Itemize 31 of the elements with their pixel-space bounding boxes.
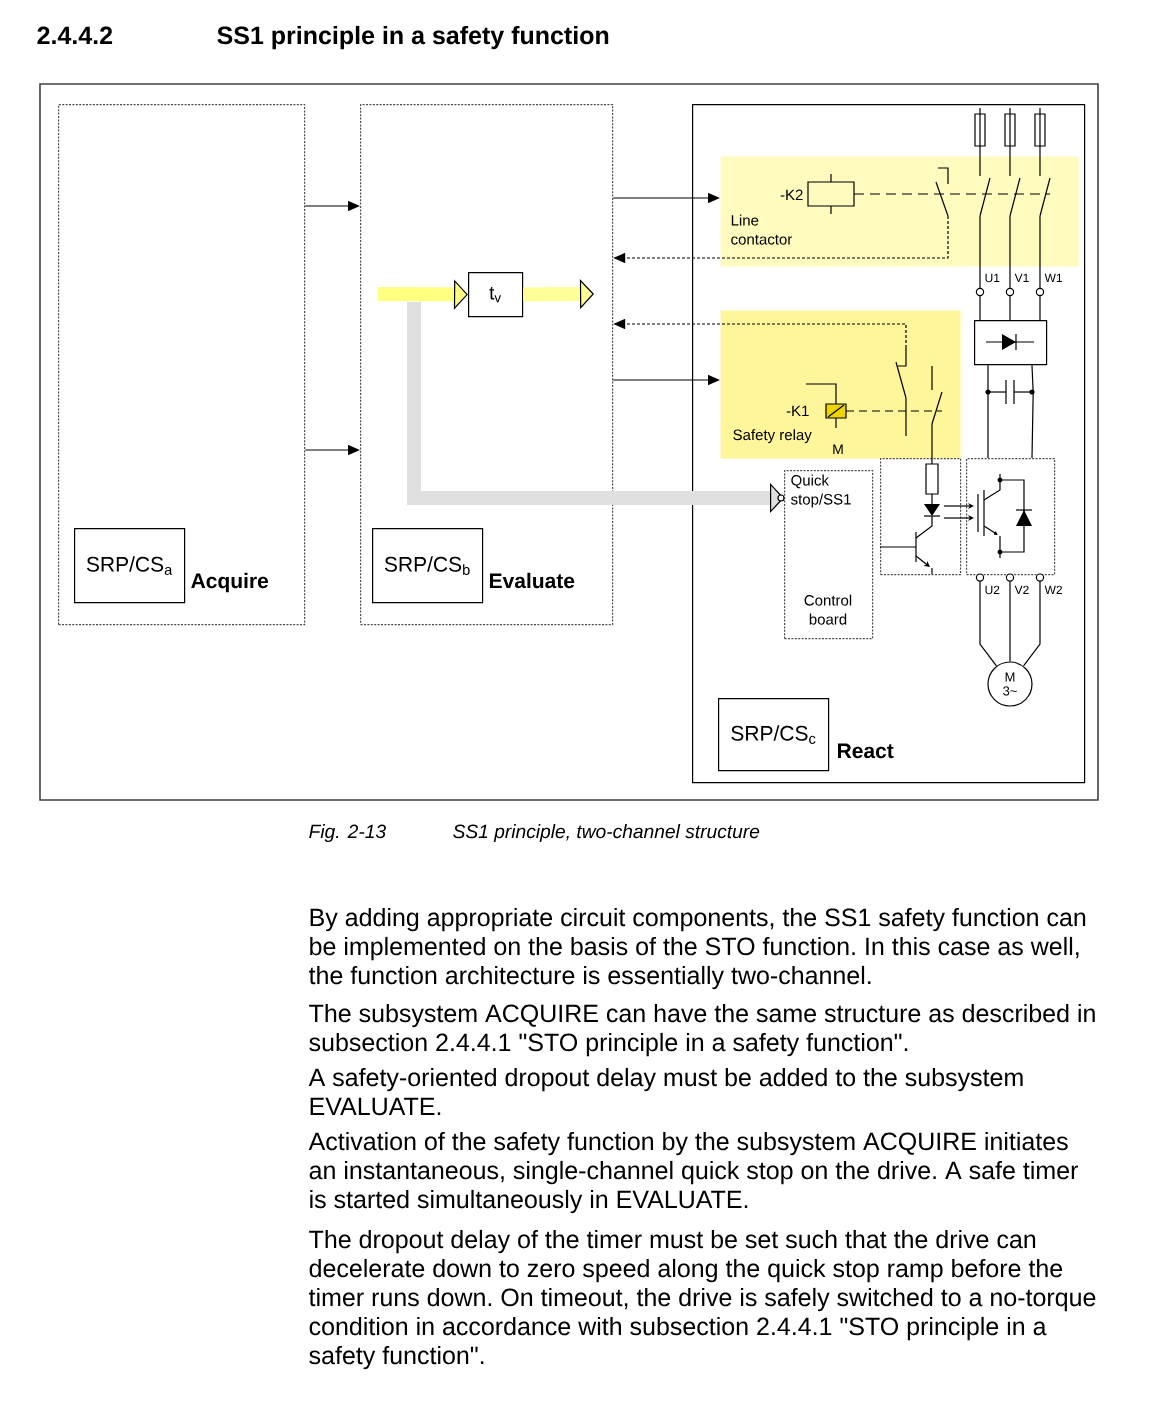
wire xyxy=(1031,392,1034,459)
figure-number: Fig. 2-13 xyxy=(309,824,386,842)
subsystem-label: Acquire xyxy=(191,572,269,593)
section-number: 2.4.4.2 xyxy=(37,26,113,44)
capacitor-symbol xyxy=(985,379,1035,405)
wire xyxy=(931,423,933,459)
wire xyxy=(987,364,989,394)
body-paragraph: Activation of the safety function by the subsystem ACQUIRE initiates an instantaneous, single-channel quick stop on the drive. A safe timer is started simultaneously in EVALUATE. xyxy=(308,1131,1078,1214)
wire xyxy=(1022,580,1041,667)
body-paragraph: A safety-oriented dropout delay must be added to the subsystem EVALUATE. xyxy=(308,1067,1023,1116)
function-box: SRP/CS$_{a}$ xyxy=(74,528,186,604)
rectifier-symbol xyxy=(974,320,1048,366)
wire xyxy=(1039,215,1041,321)
wire xyxy=(979,215,981,321)
function-box: SRP/CS$_{c}$ xyxy=(718,698,830,772)
wire xyxy=(987,392,989,459)
wire xyxy=(1031,364,1034,394)
optocoupler-symbol xyxy=(879,457,962,576)
subsystem-label: React xyxy=(838,743,894,759)
inverter-symbol xyxy=(966,458,1056,582)
body-paragraph: By adding appropriate circuit components, the SS1 safety function can be implemented on the basis of the STO function. In this case as well, the function architecture is essentially two-channel. xyxy=(308,907,1086,990)
section-heading: SS1 principle in a safety function xyxy=(217,25,609,50)
body-paragraph: The dropout delay of the timer must be set such that the drive can decelerate down to zero speed along the quick stop ramp before the timer runs down. On timeout, the drive is safely switched to a no-torque condition in accordance with subsection 2.4.4.1 "STO principle in a safety function". xyxy=(308,1229,1096,1370)
subsystem-label: Evaluate xyxy=(490,572,575,589)
wire xyxy=(1009,580,1011,662)
timer-box: t$_{v}$ xyxy=(468,272,524,318)
body-paragraph: The subsystem ACQUIRE can have the same structure as described in subsection 2.4.4.1 "STO principle in a safety function". xyxy=(309,1003,1095,1057)
wire xyxy=(1009,215,1011,321)
figure-caption: SS1 principle, two-channel structure xyxy=(453,824,760,842)
function-box: SRP/CS$_{b}$ xyxy=(372,528,484,604)
wire xyxy=(979,580,998,667)
